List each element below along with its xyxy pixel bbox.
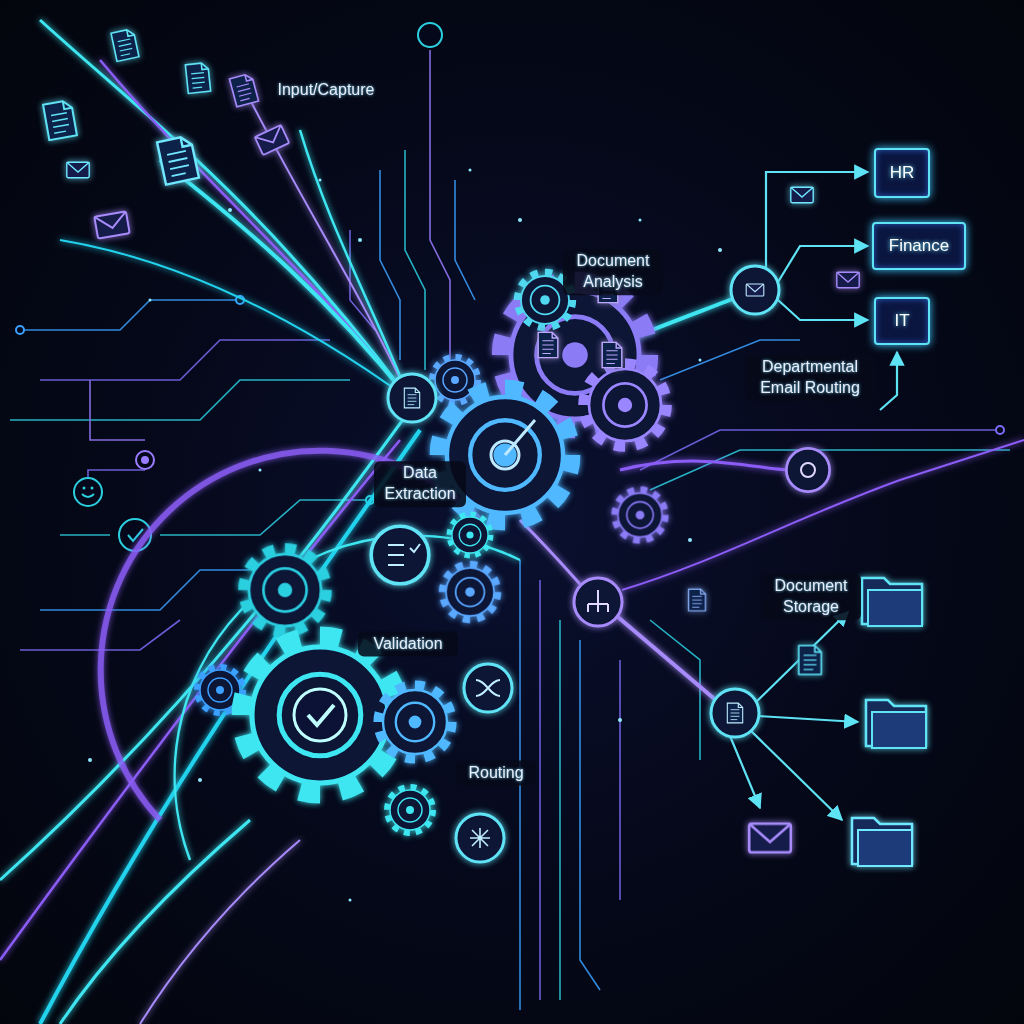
stage-label: Routing bbox=[456, 761, 536, 786]
stage-label: Data Extraction bbox=[374, 461, 466, 507]
document-icons bbox=[43, 29, 859, 675]
trace-dots bbox=[16, 23, 1004, 551]
department-box: IT bbox=[874, 297, 930, 345]
stage-label: Document Analysis bbox=[563, 249, 663, 295]
stage-label: Input/Capture bbox=[266, 78, 386, 103]
storage-icons bbox=[749, 578, 926, 866]
stage-label: Document Storage bbox=[761, 574, 861, 620]
circuit-traces bbox=[10, 50, 1010, 1010]
sparkles bbox=[88, 169, 722, 902]
department-name: IT bbox=[894, 311, 909, 331]
gear-details bbox=[294, 420, 535, 741]
stage-label: Departmental Email Routing bbox=[745, 355, 875, 401]
output-strands bbox=[0, 410, 520, 1024]
department-box: Finance bbox=[872, 222, 966, 270]
department-name: HR bbox=[890, 163, 915, 183]
department-name: Finance bbox=[889, 236, 949, 256]
gear-cluster bbox=[197, 272, 666, 833]
department-box: HR bbox=[874, 148, 930, 198]
input-strands bbox=[40, 20, 410, 400]
stage-label: Validation bbox=[358, 632, 458, 657]
